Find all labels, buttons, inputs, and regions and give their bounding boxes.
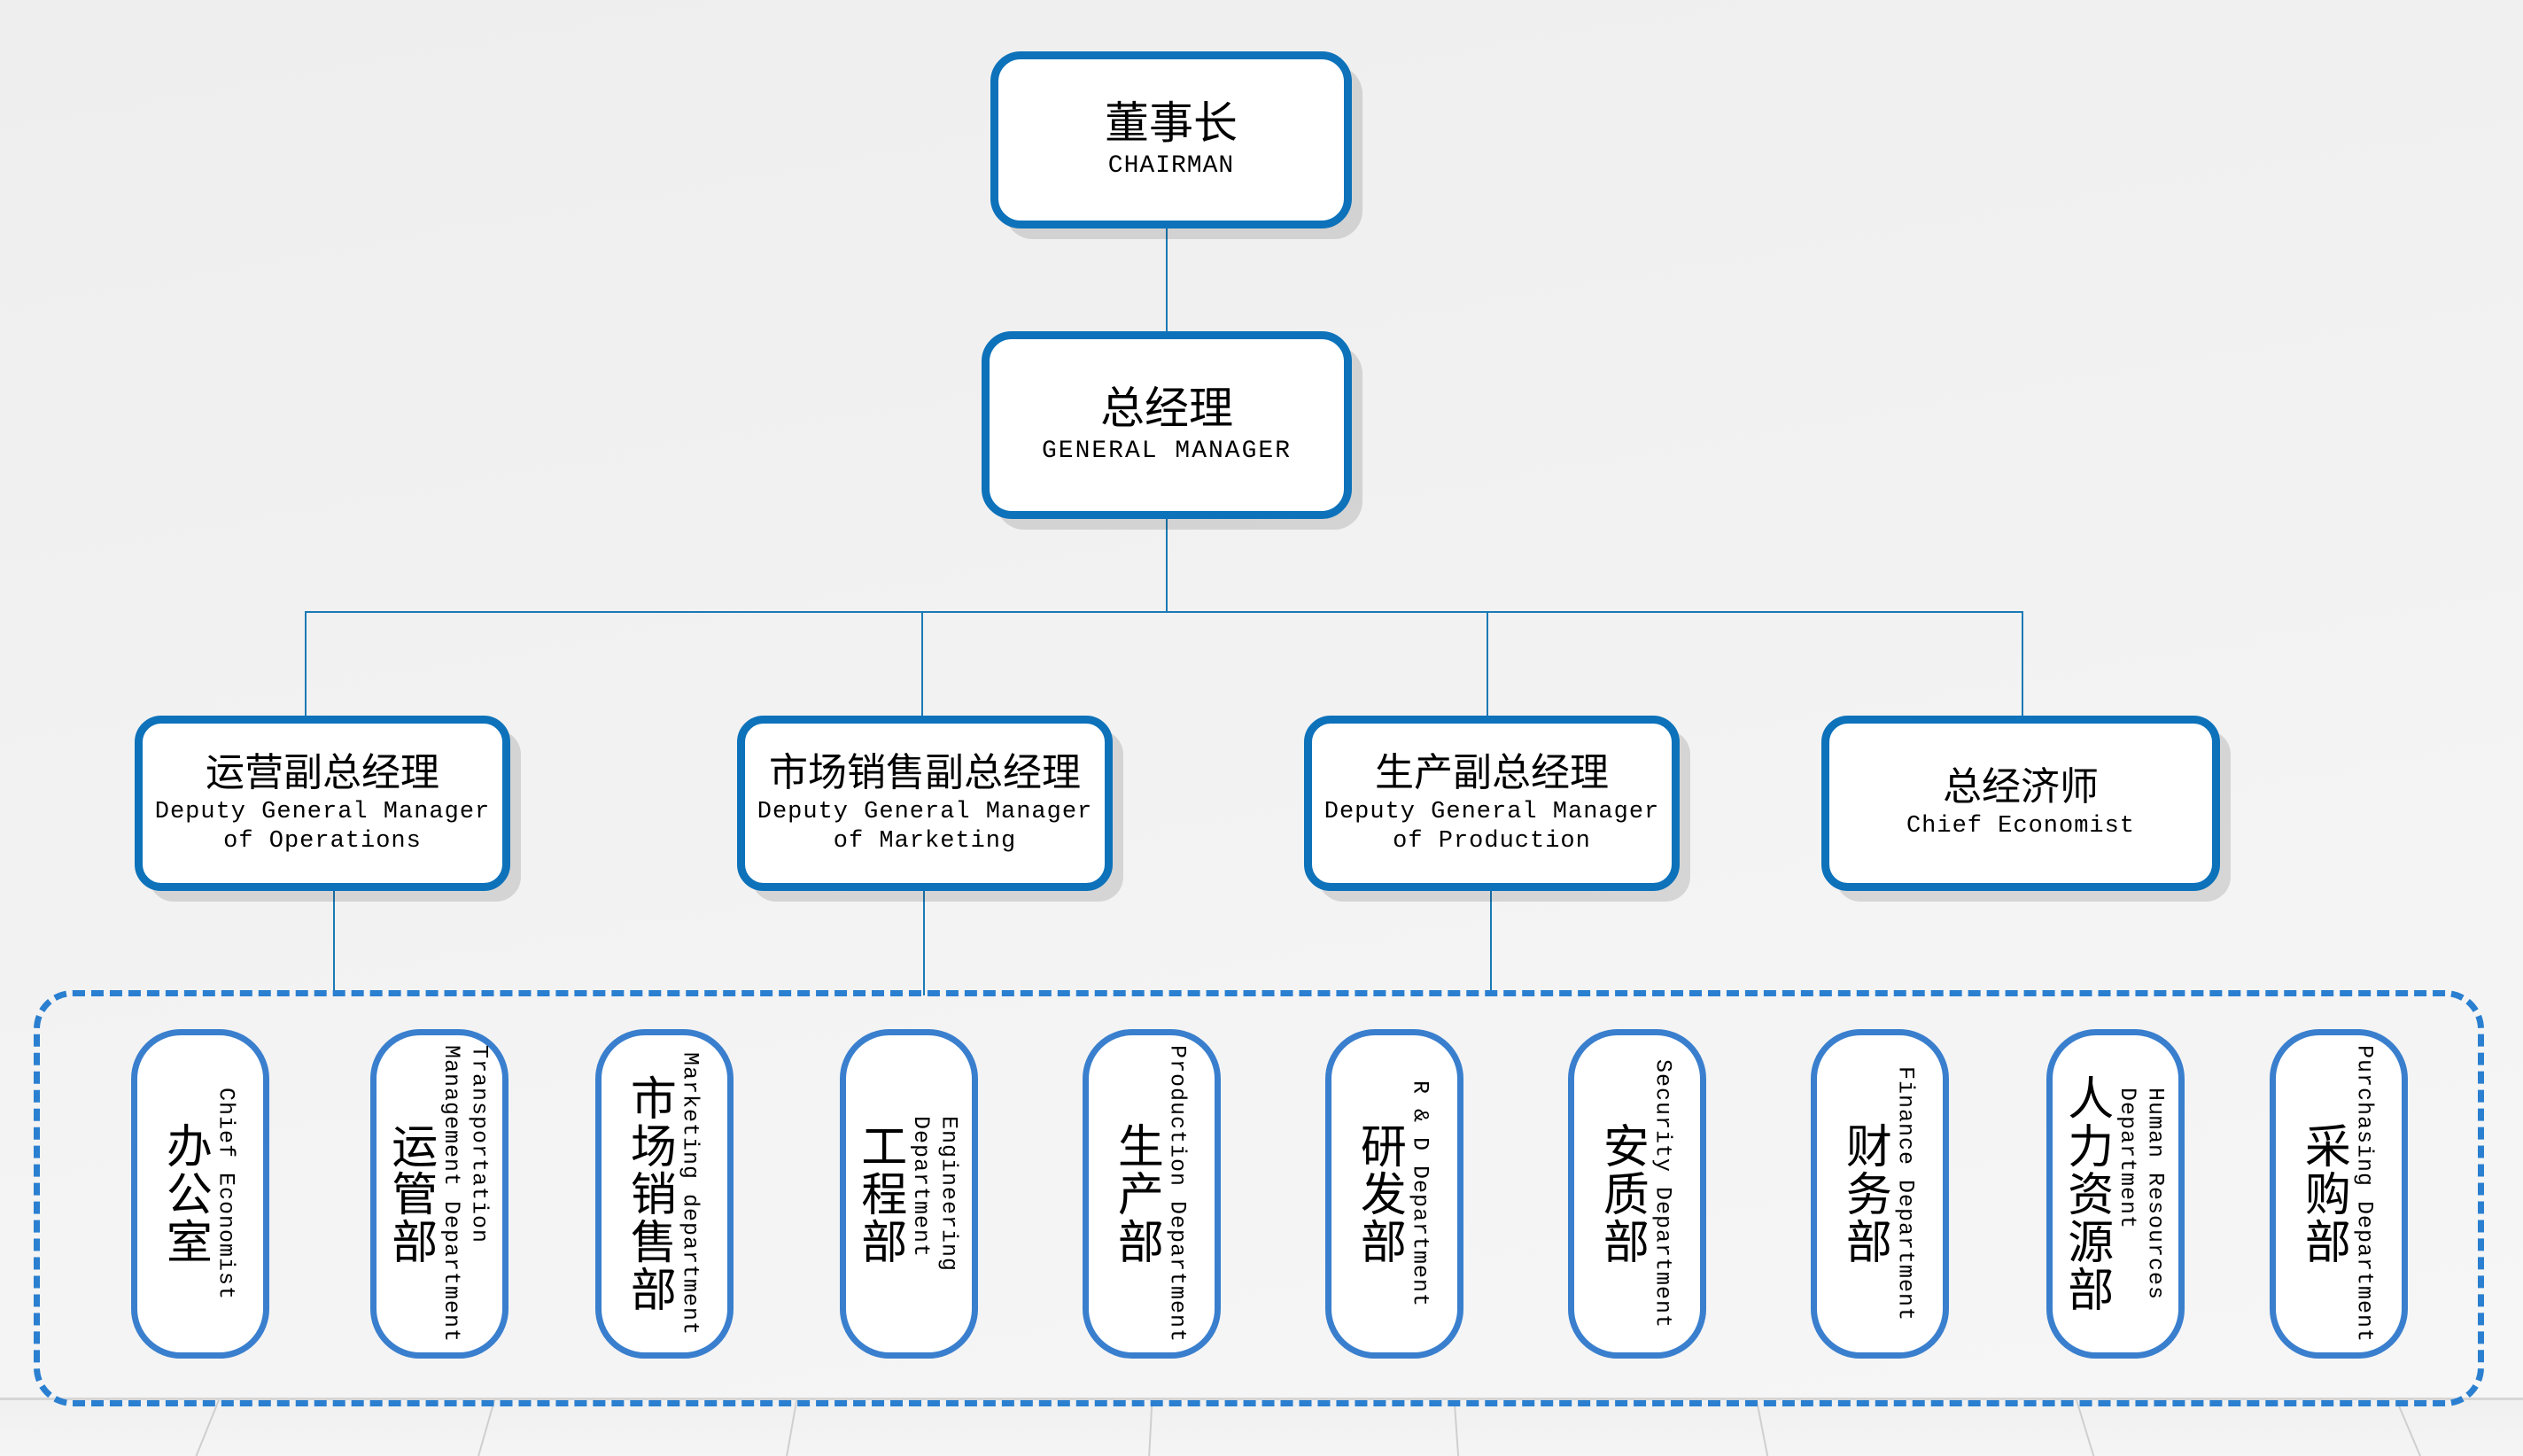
dept-rd[interactable]: R & D Department 研发部 [1325,1029,1463,1359]
dept-human-resources-en: Human Resources Department [2115,1087,2169,1301]
dept-marketing-cn: 市场销售部 [623,1074,674,1313]
dept-finance[interactable]: Finance Department 财务部 [1811,1029,1949,1359]
node-vp-production[interactable]: 生产副总经理 Deputy General Manager of Product… [1304,716,1680,891]
dept-transportation-management-cn: 运管部 [384,1122,435,1266]
dept-finance-en: Finance Department [1892,1065,1919,1322]
department-group-frame [34,990,2484,1406]
node-vp-operations-cn: 运营副总经理 [206,750,439,794]
dept-purchasing[interactable]: Purchasing Department 采购部 [2270,1029,2408,1359]
dept-production-en: Production Department [1164,1044,1191,1344]
node-general-manager[interactable]: 总经理 GENERAL MANAGER [982,331,1352,519]
node-chief-economist-en: Chief Economist [1906,813,2136,840]
connector-to-vp-3 [2022,611,2023,717]
connector-to-vp-2 [1487,611,1488,717]
decorative-floor [0,1398,2523,1456]
node-chief-economist[interactable]: 总经济师 Chief Economist [1821,716,2220,891]
node-vp-operations-en: Deputy General Manager of Operations [154,799,491,855]
node-vp-production-cn: 生产副总经理 [1375,750,1609,794]
dept-human-resources-cn: 人力资源部 [2060,1074,2111,1313]
dept-office[interactable]: Chief Economist 办公室 [131,1029,269,1359]
dept-purchasing-en: Purchasing Department [2351,1044,2378,1344]
node-vp-operations[interactable]: 运营副总经理 Deputy General Manager of Operati… [135,716,510,891]
dept-production-cn: 生产部 [1110,1122,1161,1266]
node-general-manager-en: GENERAL MANAGER [1041,438,1293,466]
dept-marketing-en: Marketing department [677,1051,703,1336]
dept-engineering-en: Engineering Department [908,1115,962,1273]
connector-chairman-to-gm [1166,228,1168,333]
connector-vp0-to-group [333,891,335,995]
dept-production[interactable]: Production Department 生产部 [1083,1029,1221,1359]
dept-rd-en: R & D Department [1407,1080,1433,1308]
node-chairman-cn: 董事长 [1105,98,1238,149]
dept-security-cn: 安质部 [1595,1122,1647,1266]
dept-security[interactable]: Security Department 安质部 [1568,1029,1706,1359]
connector-to-vp-0 [305,611,307,717]
node-vp-marketing[interactable]: 市场销售副总经理 Deputy General Manager of Marke… [737,716,1113,891]
dept-finance-cn: 财务部 [1838,1122,1890,1266]
dept-security-en: Security Department [1650,1058,1676,1329]
dept-office-en: Chief Economist [213,1087,239,1301]
dept-rd-cn: 研发部 [1353,1122,1404,1266]
connector-level3-bus [305,611,2023,613]
dept-engineering-cn: 工程部 [853,1122,904,1266]
dept-transportation-management-en: Transportation Management Department [439,1044,493,1344]
dept-engineering[interactable]: Engineering Department 工程部 [840,1029,978,1359]
dept-transportation-management[interactable]: Transportation Management Department 运管部 [370,1029,508,1359]
node-chairman[interactable]: 董事长 CHAIRMAN [990,51,1352,228]
connector-vp1-to-group [923,891,925,995]
dept-marketing[interactable]: Marketing department 市场销售部 [595,1029,734,1359]
dept-office-cn: 办公室 [159,1122,210,1266]
node-vp-production-en: Deputy General Manager of Production [1324,799,1660,855]
node-chief-economist-cn: 总经济师 [1943,765,2099,809]
dept-purchasing-cn: 采购部 [2297,1122,2348,1266]
dept-human-resources[interactable]: Human Resources Department 人力资源部 [2046,1029,2185,1359]
connector-to-vp-1 [921,611,923,717]
connector-vp2-to-group [1490,891,1492,995]
connector-gm-down [1166,519,1168,611]
node-vp-marketing-cn: 市场销售副总经理 [769,750,1081,794]
node-vp-marketing-en: Deputy General Manager of Marketing [757,799,1093,855]
node-general-manager-cn: 总经理 [1100,383,1233,434]
node-chairman-en: CHAIRMAN [1107,152,1235,181]
